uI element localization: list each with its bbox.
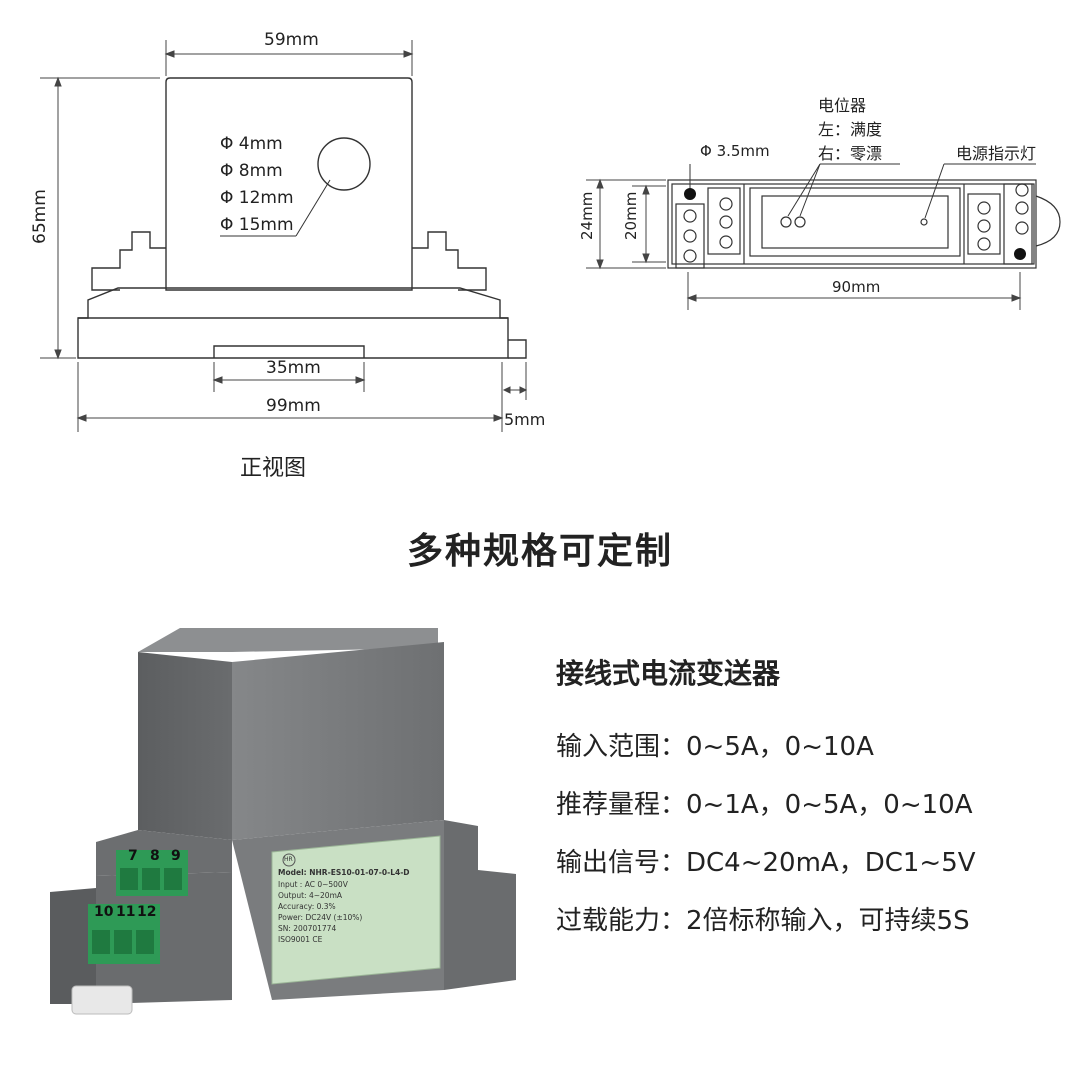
dim-width-top: 59mm xyxy=(264,30,319,50)
terminal-number-11: 11 xyxy=(116,904,136,920)
front-view-drawing xyxy=(40,40,528,432)
indicator-label: 电源指示灯 xyxy=(956,144,1037,163)
mount-hole-label: Φ 3.5mm xyxy=(700,142,770,160)
dim-height-inner: 20mm xyxy=(622,191,640,240)
dim-height: 65mm xyxy=(30,189,50,244)
hole-size-1: Φ 4mm xyxy=(220,134,283,154)
label-power: Power: DC24V (±10%) xyxy=(278,913,363,922)
side-view-drawing xyxy=(586,163,1061,310)
product-logo: HR xyxy=(284,856,293,863)
label-serial: SN: 200701774 xyxy=(278,924,337,933)
terminal-number-10: 10 xyxy=(94,904,114,920)
hole-size-4: Φ 15mm xyxy=(220,215,294,235)
potentiometer-left-label: 左：满度 xyxy=(818,120,883,139)
product-illustration xyxy=(50,628,516,1015)
label-accuracy: Accuracy: 0.3% xyxy=(278,902,336,911)
dim-rail-width: 35mm xyxy=(266,358,321,378)
potentiometer-right-label: 右：零漂 xyxy=(818,144,883,163)
headline: 多种规格可定制 xyxy=(406,531,673,572)
dim-length: 90mm xyxy=(832,278,881,296)
spec-recommended-range: 推荐量程：0~1A，0~5A，0~10A xyxy=(556,790,973,820)
spec-input-range: 输入范围：0~5A，0~10A xyxy=(556,732,874,762)
front-view-caption: 正视图 xyxy=(240,456,307,481)
terminal-number-12: 12 xyxy=(137,904,157,920)
hole-size-3: Φ 12mm xyxy=(220,188,294,208)
spec-output-signal: 输出信号：DC4~20mA，DC1~5V xyxy=(556,848,976,878)
label-cert: ISO9001 CE xyxy=(278,935,323,944)
terminal-number-8: 8 xyxy=(150,848,160,864)
hole-size-2: Φ 8mm xyxy=(220,161,283,181)
dim-height-outer: 24mm xyxy=(578,191,596,240)
label-model: Model: NHR-ES10-01-07-0-L4-D xyxy=(278,868,410,877)
label-input: Input : AC 0~500V xyxy=(278,880,348,889)
potentiometer-label: 电位器 xyxy=(818,96,867,115)
terminal-number-7: 7 xyxy=(128,848,138,864)
dim-clip-width: 5mm xyxy=(504,410,546,429)
spec-overload: 过载能力：2倍标称输入，可持续5S xyxy=(556,906,970,936)
terminal-number-9: 9 xyxy=(171,848,181,864)
label-output: Output: 4~20mA xyxy=(278,891,342,900)
dim-total-width: 99mm xyxy=(266,396,321,416)
spec-title: 接线式电流变送器 xyxy=(556,657,781,690)
